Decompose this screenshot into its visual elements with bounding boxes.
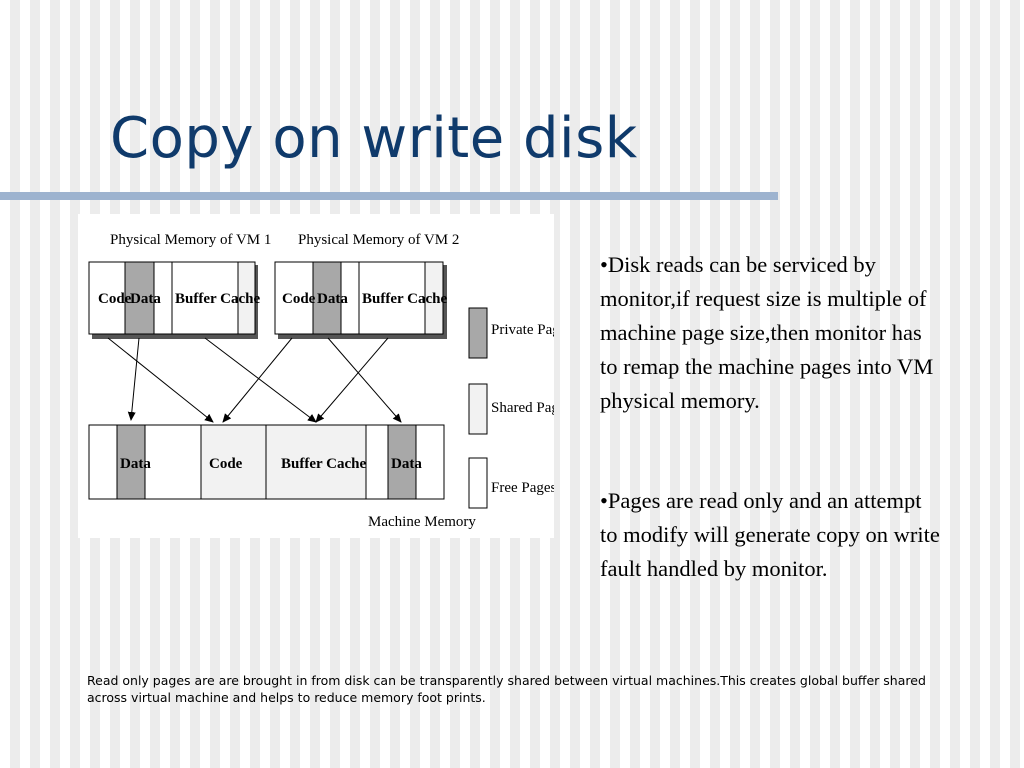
machine-free-block-1 [88,424,118,500]
vm2-data-block [312,261,342,335]
vm1-buffer-cache-text: Buffer Cache [175,291,260,307]
vm2-code-block [274,261,314,335]
bullet-disk-reads: •Disk reads can be serviced by monitor,i… [600,252,934,413]
arrow-vm2-data-to-machine-data [327,337,402,423]
slide-title: Copy on write disk [110,106,638,171]
vm2-buffer-cache-block [358,261,426,335]
arrow-vm1-buffer-to-machine-buffer [204,337,317,423]
vm2-memory: Code Data Buffer Cache [274,261,447,335]
vm2-free-block-2 [424,261,444,335]
bullet-list: •Disk reads can be serviced by monitor,i… [600,248,940,652]
machine-free-block-2 [144,424,202,500]
machine-memory-label: Machine Memory [368,514,476,530]
diagram-svg: Physical Memory of VM 1 Code Data Buffer… [88,232,554,530]
machine-data-text-1: Data [120,456,151,472]
vm2-data-text: Data [317,291,348,307]
title-divider [0,192,778,200]
vm1-code-text: Code [98,291,132,307]
copy-on-write-diagram: Physical Memory of VM 1 Code Data Buffer… [78,214,554,538]
vm1-memory: Code Data Buffer Cache [88,261,260,335]
arrow-vm1-code-to-machine-code [107,337,214,423]
machine-free-block-4 [415,424,445,500]
legend-private-label: Private Pages [491,322,554,338]
vm2-label: Physical Memory of VM 2 [298,232,459,248]
vm2-code-text: Code [282,291,316,307]
machine-data-block-2 [387,424,417,500]
vm1-free-block-2 [237,261,256,335]
slide-caption: Read only pages are are brought in from … [87,673,926,705]
vm1-code-block [88,261,126,335]
legend-shared-swatch [468,383,488,435]
machine-code-text: Code [209,456,243,472]
arrow-vm2-code-to-machine-code [222,337,293,423]
vm1-data-block [124,261,155,335]
machine-memory: Data Code Buffer Cache Data [88,424,445,500]
legend: Private Pages Shared Pages Free Pages [468,307,554,509]
legend-private-swatch [468,307,488,359]
machine-code-block [200,424,267,500]
machine-data-text-2: Data [391,456,422,472]
machine-free-block-3 [365,424,389,500]
legend-free-swatch [468,457,488,509]
vm1-data-text: Data [130,291,161,307]
legend-shared-label: Shared Pages [491,400,554,416]
vm1-label: Physical Memory of VM 1 [110,232,271,248]
vm2-buffer-cache-text: Buffer Cache [362,291,447,307]
arrow-vm1-data-to-machine-data [127,337,140,421]
bullet-read-only-pages: •Pages are read only and an attempt to m… [600,488,940,581]
machine-buffer-cache-text: Buffer Cache [281,456,366,472]
arrow-vm2-buffer-to-machine-buffer [315,337,389,423]
mapping-arrows [107,337,402,423]
legend-free-label: Free Pages [491,480,554,496]
